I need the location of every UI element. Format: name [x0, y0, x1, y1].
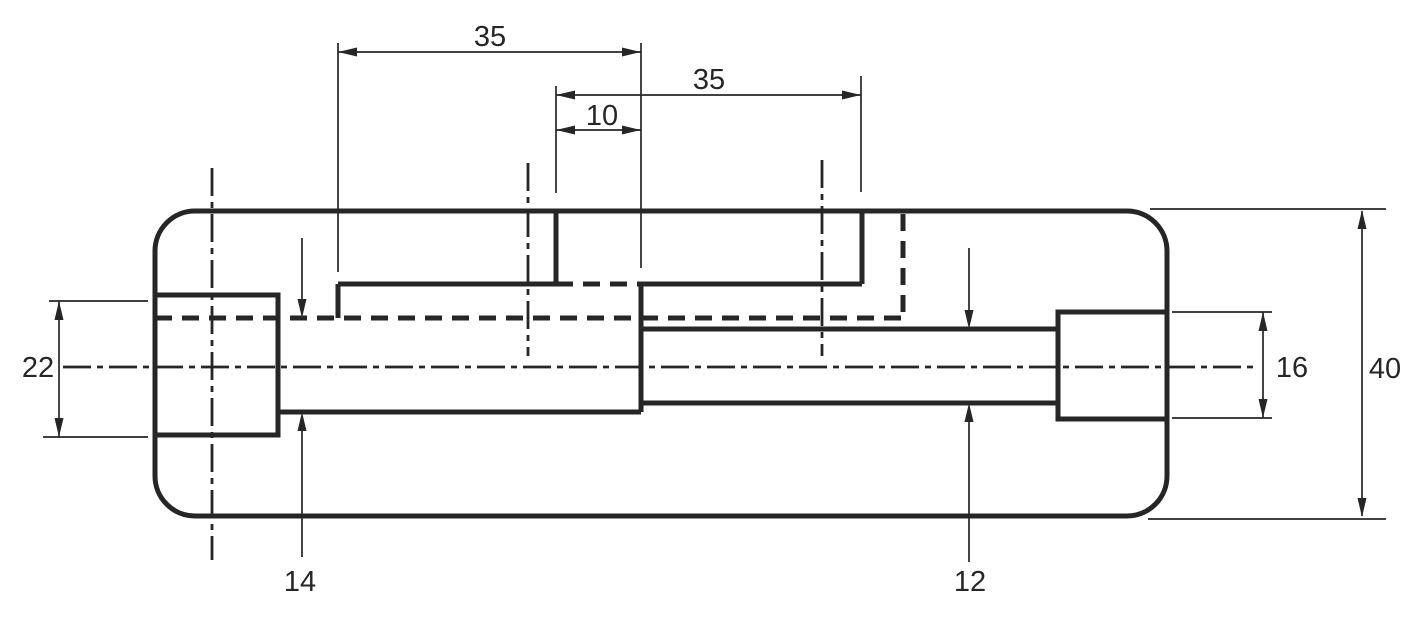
dimension-label-10: 10: [586, 100, 618, 132]
arrowhead-down: [54, 418, 64, 437]
dimension-10: 10: [556, 100, 641, 135]
arrowhead-left: [556, 90, 575, 100]
arrowhead-up: [54, 301, 64, 320]
arrowhead-up: [297, 412, 307, 431]
arrowhead-right: [622, 47, 641, 57]
arrowhead-up: [1258, 312, 1268, 331]
dimension-22: 22: [22, 300, 148, 438]
arrowhead-right: [622, 125, 641, 135]
arrowhead-left: [338, 47, 357, 57]
dimension-35-left: 35: [337, 21, 642, 272]
arrowhead-down: [1258, 399, 1268, 418]
arrowhead-up: [964, 403, 974, 422]
dimension-label-14: 14: [284, 566, 316, 598]
arrowhead-left: [556, 125, 575, 135]
arrowhead-down: [964, 310, 974, 329]
dimension-label-40: 40: [1369, 353, 1401, 385]
dimension-label-22: 22: [22, 352, 54, 384]
dimension-label-35-left: 35: [474, 21, 506, 53]
arrowhead-down: [297, 299, 307, 318]
right-boss-outline: [1055, 309, 1167, 422]
dimension-label-12: 12: [954, 566, 986, 598]
dimension-label-16: 16: [1276, 352, 1308, 384]
arrowhead-right: [842, 90, 861, 100]
left-boss-outline: [155, 292, 281, 438]
dimension-label-35-right: 35: [693, 64, 725, 96]
dimension-14: 14: [284, 238, 316, 598]
dimension-40: 40: [1148, 208, 1401, 520]
body-outline: [152, 208, 1170, 519]
dimension-12: 12: [954, 248, 986, 598]
arrowhead-down: [1357, 498, 1367, 517]
dimension-35-right: 35: [555, 64, 862, 193]
dimension-16: 16: [1172, 311, 1308, 419]
arrowhead-up: [1357, 210, 1367, 229]
